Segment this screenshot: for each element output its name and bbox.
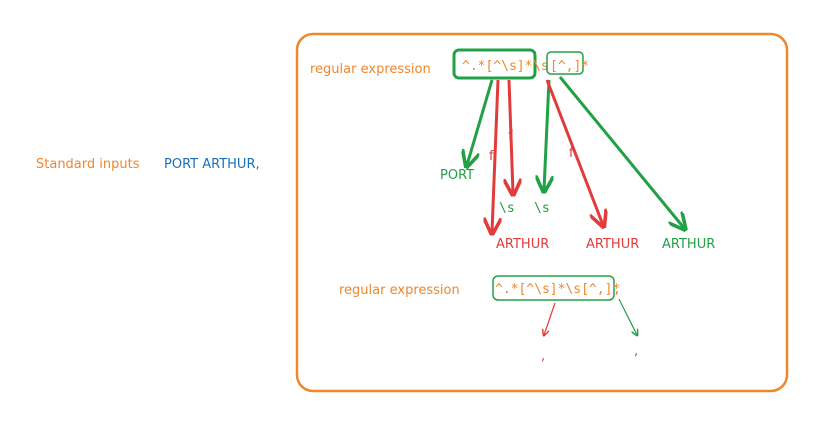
top-regex-part1: ^.*[^\s]* [462,59,532,74]
arthur-green: ARTHUR [662,237,715,252]
bottom-regex-label: regular expression [339,283,460,298]
top-regex-highlight-2 [546,51,584,75]
top-regex-mid: \s [533,59,549,74]
whitespace-left: \s [499,201,515,216]
arthur-red-left: ARTHUR [496,237,549,252]
outer-frame [295,32,789,393]
fail-label-2: f [489,149,494,164]
standard-inputs-value: PORT ARTHUR, [164,157,260,172]
arrow-red-to-arthur [545,79,603,225]
bottom-regex: ^.*[^\s]*\s[^,]* [495,282,620,297]
arrow-green-to-ws [544,79,549,190]
bottom-comma-green: , [634,344,638,359]
top-regex-label: regular expression [310,62,431,77]
bottom-regex-trailing-comma: , [613,282,621,297]
top-regex-part2: [^,]* [550,59,589,74]
arrow-red-short [509,79,513,193]
arrow-red-long [492,79,498,232]
arrow-green-to-port [467,79,494,165]
bottom-regex-highlight [492,275,615,301]
match-port: PORT [440,168,474,183]
arrow-red-thin [544,302,556,335]
fail-label-3: f [569,146,574,161]
fail-label-1: f [508,129,513,144]
arthur-red-right: ARTHUR [586,237,639,252]
arrow-green-thin [618,298,637,335]
arrow-green-to-arthur [558,76,684,228]
standard-inputs-label: Standard inputs [36,157,140,172]
bottom-comma-red: , [541,349,545,364]
whitespace-right: \s [534,201,550,216]
top-regex-highlight-1 [452,48,537,80]
